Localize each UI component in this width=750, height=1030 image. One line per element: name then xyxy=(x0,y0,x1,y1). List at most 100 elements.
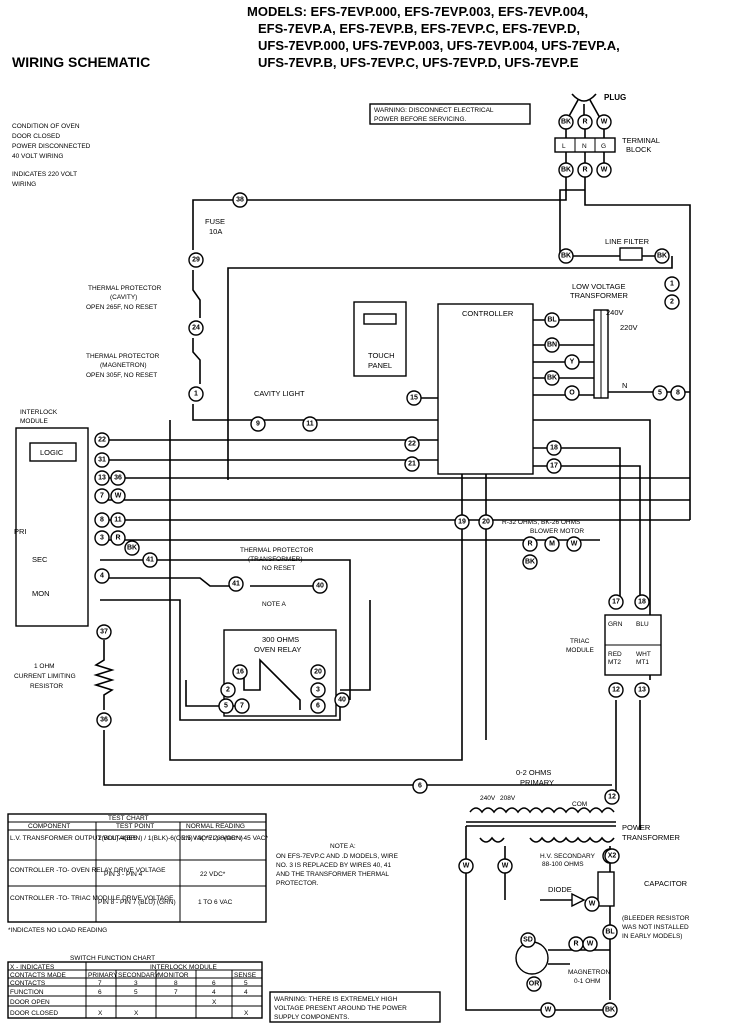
svg-text:RED: RED xyxy=(608,651,622,658)
svg-text:X: X xyxy=(244,1010,249,1017)
svg-text:18: 18 xyxy=(550,445,558,452)
svg-text:TEST CHART: TEST CHART xyxy=(108,815,149,822)
warning-bottom-line-2: VOLTAGE PRESENT AROUND THE POWER xyxy=(274,1005,407,1012)
svg-text:24: 24 xyxy=(192,325,200,332)
svg-text:8: 8 xyxy=(100,517,104,524)
svg-text:11: 11 xyxy=(114,517,122,524)
svg-text:12: 12 xyxy=(608,794,616,801)
warning-bottom-line-3: SUPPLY COMPONENTS. xyxy=(274,1014,349,1021)
svg-text:BLOWER MOTOR: BLOWER MOTOR xyxy=(530,528,584,535)
svg-text:17: 17 xyxy=(612,599,620,606)
svg-text:SD: SD xyxy=(523,937,533,944)
svg-text:36: 36 xyxy=(100,717,108,724)
svg-text:41: 41 xyxy=(232,581,240,588)
svg-text:W: W xyxy=(115,493,122,500)
svg-text:88-100 OHMS: 88-100 OHMS xyxy=(542,861,584,868)
svg-text:22 VDC*: 22 VDC* xyxy=(200,871,226,878)
svg-text:21: 21 xyxy=(408,461,416,468)
svg-text:BL: BL xyxy=(605,929,615,936)
svg-text:220V: 220V xyxy=(620,323,638,332)
svg-text:MT1: MT1 xyxy=(636,659,649,666)
svg-text:X: X xyxy=(212,999,217,1006)
logic-box xyxy=(29,442,77,462)
svg-text:M: M xyxy=(549,541,555,548)
svg-text:L.V. TRANSFORMER OUTPUT VOLTAG: L.V. TRANSFORMER OUTPUT VOLTAGES xyxy=(10,835,138,842)
svg-text:37: 37 xyxy=(100,629,108,636)
wire-nodes: BK R W BK R W 38 29 24 1 9 11 22 31 13 3… xyxy=(94,114,686,1018)
svg-text:240V: 240V xyxy=(606,308,624,317)
svg-text:CONTACTS MADE: CONTACTS MADE xyxy=(10,972,67,979)
svg-text:SENSE: SENSE xyxy=(234,972,257,979)
svg-text:SWITCH FUNCTION CHART: SWITCH FUNCTION CHART xyxy=(70,955,155,962)
svg-text:BK: BK xyxy=(657,253,667,260)
svg-text:O: O xyxy=(569,390,575,397)
svg-text:X - INDICATES: X - INDICATES xyxy=(10,964,55,971)
svg-text:CURRENT LIMITING: CURRENT LIMITING xyxy=(14,673,76,680)
svg-text:ON EFS-7EVP.C AND .D MODELS, W: ON EFS-7EVP.C AND .D MODELS, WIRE xyxy=(276,853,399,860)
cavity-light-label: CAVITY LIGHT xyxy=(254,389,305,398)
svg-text:7: 7 xyxy=(100,493,104,500)
svg-text:(MAGNETRON): (MAGNETRON) xyxy=(100,362,147,369)
svg-text:BN: BN xyxy=(547,342,557,349)
svg-text:18: 18 xyxy=(638,599,646,606)
terminal-block: L N G TERMINAL BLOCK xyxy=(554,136,660,154)
svg-text:7: 7 xyxy=(240,703,244,710)
models-line-1: MODELS: EFS-7EVP.000, EFS-7EVP.003, EFS-… xyxy=(247,4,588,19)
tp-transformer-label: THERMAL PROTECTOR xyxy=(240,547,314,554)
svg-text:*INDICATES NO LOAD READING: *INDICATES NO LOAD READING xyxy=(8,927,107,934)
svg-text:WIRING: WIRING xyxy=(12,181,36,188)
svg-text:W: W xyxy=(589,901,596,908)
svg-text:31: 31 xyxy=(98,457,106,464)
svg-text:R: R xyxy=(115,535,120,542)
svg-text:NO. 3 IS REPLACED BY WIRES 40,: NO. 3 IS REPLACED BY WIRES 40, 41 xyxy=(276,862,392,869)
fuse-label: FUSE xyxy=(205,217,225,226)
sec-label: SEC xyxy=(32,555,48,564)
svg-text:BK: BK xyxy=(561,119,571,126)
svg-text:AND THE TRANSFORMER THERMAL: AND THE TRANSFORMER THERMAL xyxy=(276,871,389,878)
interlock-label: INTERLOCK xyxy=(20,409,58,416)
controller-label: CONTROLLER xyxy=(462,309,514,318)
svg-text:1 TO 6 VAC: 1 TO 6 VAC xyxy=(198,899,233,906)
svg-text:W: W xyxy=(463,863,470,870)
svg-text:MONITOR: MONITOR xyxy=(158,972,189,979)
svg-text:2: 2 xyxy=(226,687,230,694)
line-filter-label: LINE FILTER xyxy=(605,237,650,246)
svg-text:13: 13 xyxy=(98,475,106,482)
svg-text:MT2: MT2 xyxy=(608,659,621,666)
svg-text:PIN 8 - PIN 7 (BLU) (GRN): PIN 8 - PIN 7 (BLU) (GRN) xyxy=(98,899,176,906)
svg-text:3: 3 xyxy=(100,535,104,542)
svg-text:TEST POINT: TEST POINT xyxy=(116,823,154,830)
svg-text:40: 40 xyxy=(316,583,324,590)
svg-text:0-1 OHM: 0-1 OHM xyxy=(574,978,600,985)
svg-text:12: 12 xyxy=(612,687,620,694)
svg-text:20: 20 xyxy=(314,669,322,676)
svg-text:DOOR CLOSED: DOOR CLOSED xyxy=(12,133,60,140)
svg-text:CONTROLLER -TO- OVEN RELAY DRI: CONTROLLER -TO- OVEN RELAY DRIVE VOLTAGE xyxy=(10,867,166,874)
svg-text:Y: Y xyxy=(570,359,575,366)
svg-text:3: 3 xyxy=(134,980,138,987)
svg-text:5: 5 xyxy=(244,980,248,987)
svg-text:CONDITION OF OVEN: CONDITION OF OVEN xyxy=(12,123,80,130)
svg-text:5: 5 xyxy=(658,390,662,397)
svg-text:10A: 10A xyxy=(209,227,222,236)
svg-text:7: 7 xyxy=(98,980,102,987)
svg-text:TRANSFORMER: TRANSFORMER xyxy=(622,833,681,842)
svg-text:IN EARLY MODELS): IN EARLY MODELS) xyxy=(622,933,682,940)
switch-chart: SWITCH FUNCTION CHART X - INDICATES CONT… xyxy=(7,955,263,1019)
svg-text:W: W xyxy=(502,863,509,870)
svg-text:R: R xyxy=(573,941,578,948)
plug-label: PLUG xyxy=(604,93,626,102)
svg-text:5: 5 xyxy=(134,989,138,996)
svg-text:NORMAL READING: NORMAL READING xyxy=(186,823,245,830)
svg-text:208V: 208V xyxy=(500,795,516,802)
svg-text:(TRANSFORMER): (TRANSFORMER) xyxy=(248,556,303,563)
svg-text:COMPONENT: COMPONENT xyxy=(28,823,70,830)
svg-text:6: 6 xyxy=(316,703,320,710)
bleeder-label: (BLEEDER RESISTOR xyxy=(622,915,690,922)
warning-bottom-line-1: WARNING: THERE IS EXTREMELY HIGH xyxy=(274,996,398,1003)
svg-text:8: 8 xyxy=(676,390,680,397)
power-transformer-label: POWER xyxy=(622,823,651,832)
labels: FUSE 10A THERMAL PROTECTOR (CAVITY) OPEN… xyxy=(14,217,690,985)
svg-text:R: R xyxy=(582,119,587,126)
